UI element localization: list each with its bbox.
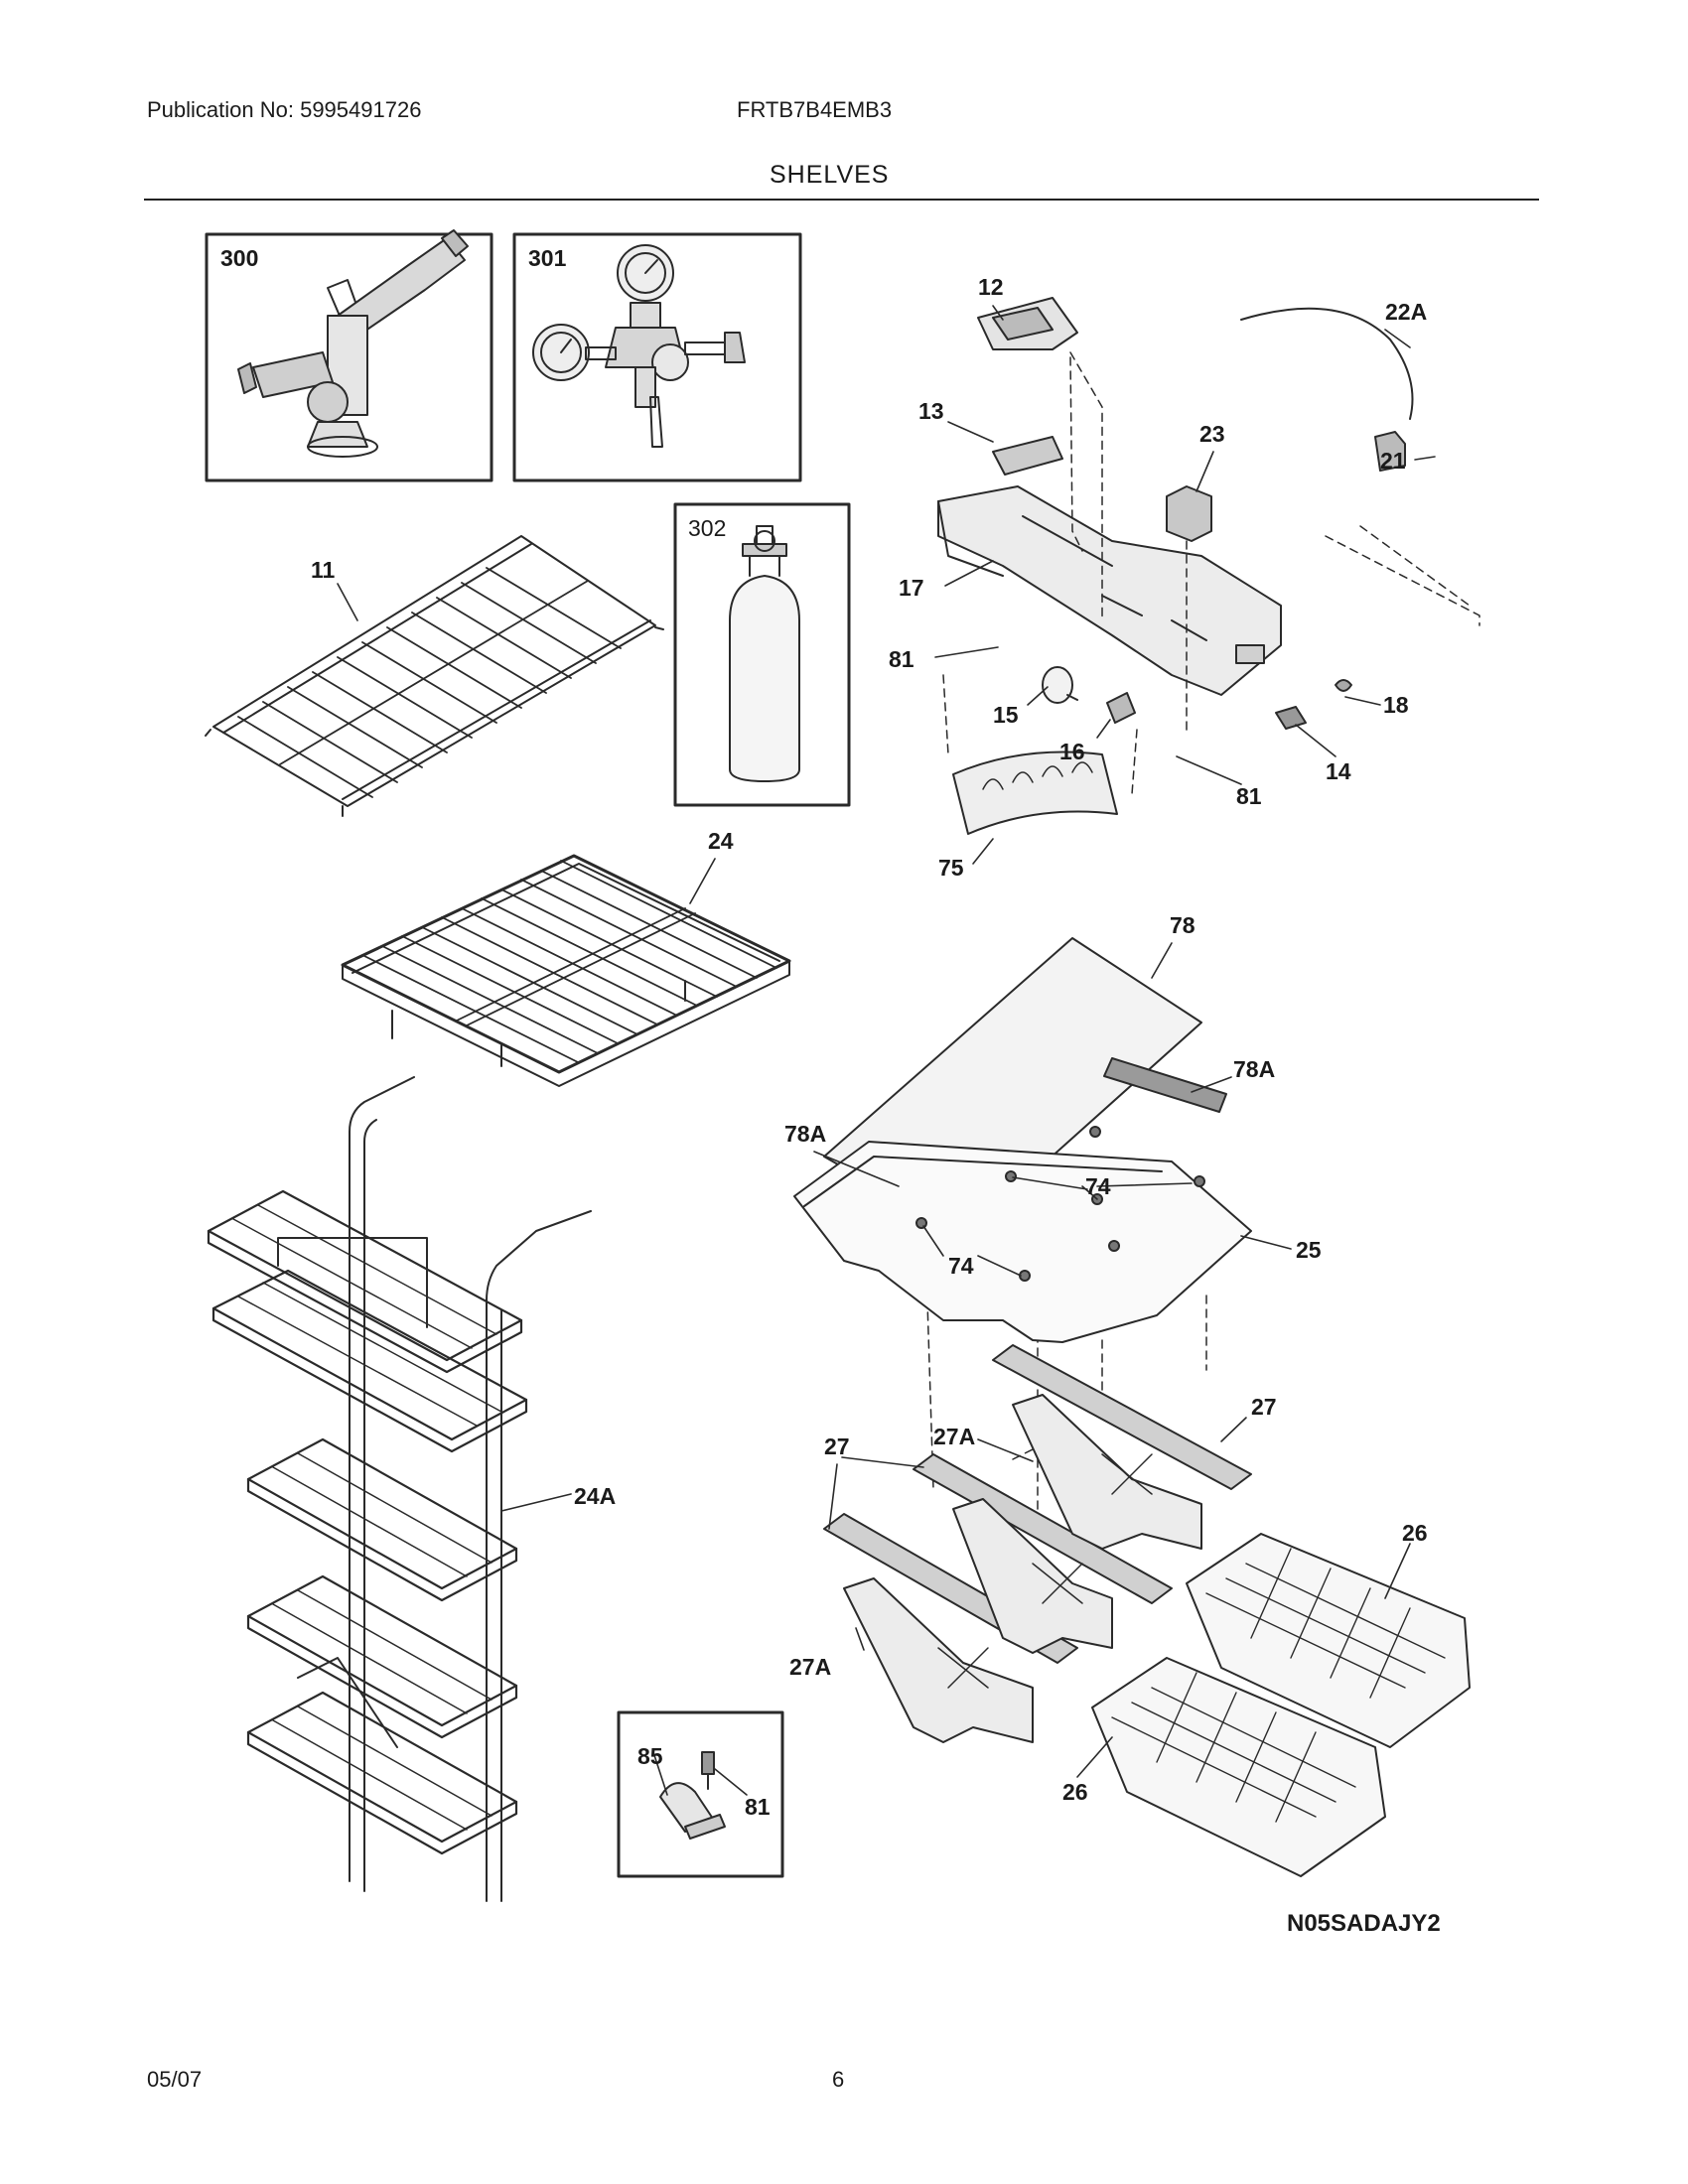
tap-coupler-part: [237, 229, 469, 458]
callout-16: 16: [1059, 739, 1085, 764]
section-title: SHELVES: [770, 161, 890, 189]
callout-25: 25: [1296, 1237, 1322, 1263]
callout-22A: 22A: [1385, 299, 1427, 325]
callout-78A-right: 78A: [1233, 1056, 1275, 1082]
door-rack-24A: [207, 1076, 592, 1902]
box-label-302: 302: [688, 515, 726, 541]
callout-12: 12: [978, 274, 1004, 300]
callout-24A: 24A: [574, 1483, 616, 1509]
shelf-frame-25: [793, 1141, 1252, 1343]
page-number: 6: [832, 2067, 845, 2092]
callout-23: 23: [1199, 421, 1225, 447]
callout-15: 15: [993, 702, 1019, 728]
callout-26-lower: 26: [1062, 1779, 1088, 1805]
co2-tank-part: [729, 525, 800, 782]
callout-11: 11: [311, 557, 336, 583]
basket-26-upper: [1186, 1533, 1471, 1748]
callout-21: 21: [1380, 448, 1406, 474]
callout-78A-left: 78A: [784, 1121, 826, 1147]
callout-74-lower: 74: [948, 1253, 974, 1279]
guide-lines: [803, 351, 1480, 1510]
regulator-part: [532, 244, 746, 448]
callout-18: 18: [1383, 692, 1409, 718]
callout-24: 24: [708, 828, 734, 854]
light-housing-assembly: [937, 297, 1414, 835]
callout-14: 14: [1326, 758, 1351, 784]
callout-27A-lower: 27A: [789, 1654, 831, 1680]
leader-lines: [337, 305, 1436, 1796]
footer-date: 05/07: [147, 2067, 203, 2092]
inset-box-clamp: [617, 1710, 784, 1878]
callout-17: 17: [899, 575, 924, 601]
box-label-301: 301: [528, 245, 567, 271]
callout-78: 78: [1170, 912, 1196, 938]
header-rule: [144, 199, 1539, 201]
wire-shelf-24: [341, 854, 791, 1087]
callout-27-right: 27: [1251, 1394, 1277, 1420]
callout-81-mid: 81: [1236, 783, 1262, 809]
callout-27-left: 27: [824, 1433, 850, 1459]
model-number: FRTB7B4EMB3: [737, 97, 893, 122]
inset-box-300: 300: [205, 229, 493, 482]
callout-81-upper: 81: [889, 646, 914, 672]
publication-number: Publication No: 5995491726: [147, 97, 422, 122]
callout-27A-upper: 27A: [933, 1424, 975, 1449]
callout-13: 13: [918, 398, 944, 424]
wire-shelf-11: [205, 535, 664, 817]
box-label-300: 300: [220, 245, 258, 271]
inset-box-301: 301: [512, 232, 802, 482]
inset-box-302: 302: [673, 502, 851, 807]
callout-85: 85: [637, 1743, 663, 1769]
rail-supports-27A: [843, 1394, 1202, 1743]
drawing-code: N05SADAJY2: [1287, 1910, 1441, 1937]
callout-75: 75: [938, 855, 964, 881]
callout-81-inset: 81: [745, 1794, 771, 1820]
callout-26-upper: 26: [1402, 1520, 1428, 1546]
basket-26-lower: [1091, 1657, 1386, 1877]
callout-74-upper: 74: [1085, 1173, 1111, 1199]
